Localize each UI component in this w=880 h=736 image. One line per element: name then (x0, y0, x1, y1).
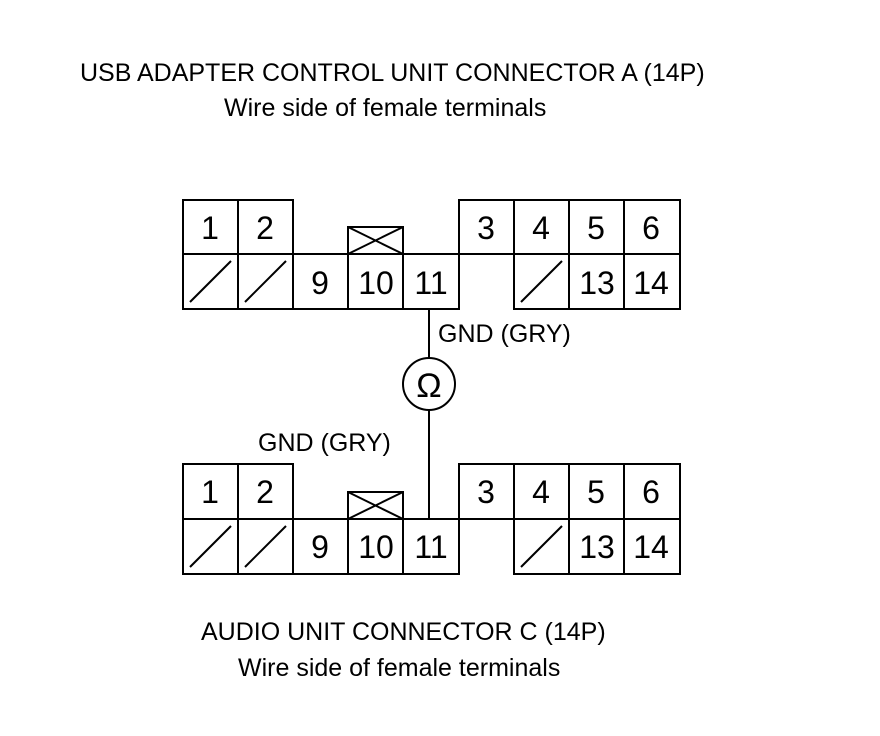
terminal-11: 11 (414, 529, 447, 565)
connector-c-title: AUDIO UNIT CONNECTOR C (14P) (201, 618, 606, 646)
terminal-9: 9 (311, 529, 329, 565)
connector-a-title: USB ADAPTER CONTROL UNIT CONNECTOR A (14… (80, 59, 705, 87)
empty-cavity-7 (189, 260, 232, 303)
terminal-5: 5 (587, 210, 605, 246)
terminal-14: 14 (633, 529, 669, 565)
connector-c (182, 463, 681, 575)
terminal-3: 3 (477, 210, 495, 246)
terminal-10: 10 (358, 529, 394, 565)
empty-cavity-12 (520, 260, 563, 303)
ground-circuit (402, 309, 456, 519)
connector-a-subtitle: Wire side of female terminals (224, 94, 547, 122)
connector-a (182, 199, 681, 310)
wire-label-bottom: GND (GRY) (258, 429, 391, 457)
terminal-9: 9 (311, 265, 329, 301)
connector-c-terminals: 1 2 3 4 5 6 9 10 11 13 14 (201, 474, 669, 565)
terminal-1: 1 (201, 210, 219, 246)
terminal-10: 10 (358, 265, 394, 301)
empty-cavity-8 (244, 525, 287, 568)
terminal-2: 2 (256, 210, 274, 246)
lock-tab (347, 491, 404, 520)
ohm-icon: Ω (416, 367, 441, 405)
terminal-11: 11 (414, 265, 447, 301)
empty-cavity-12 (520, 525, 563, 568)
terminal-5: 5 (587, 474, 605, 510)
connector-a-terminals: 1 2 3 4 5 6 9 10 11 13 14 (201, 210, 669, 301)
terminal-4: 4 (532, 210, 550, 246)
terminal-13: 13 (579, 529, 615, 565)
terminal-6: 6 (642, 210, 660, 246)
lock-tab (347, 226, 404, 255)
empty-cavity-7 (189, 525, 232, 568)
terminal-3: 3 (477, 474, 495, 510)
terminal-4: 4 (532, 474, 550, 510)
terminal-6: 6 (642, 474, 660, 510)
wire-label-top: GND (GRY) (438, 320, 571, 348)
terminal-2: 2 (256, 474, 274, 510)
connector-c-subtitle: Wire side of female terminals (238, 654, 561, 682)
terminal-1: 1 (201, 474, 219, 510)
terminal-14: 14 (633, 265, 669, 301)
empty-cavity-8 (244, 260, 287, 303)
terminal-13: 13 (579, 265, 615, 301)
